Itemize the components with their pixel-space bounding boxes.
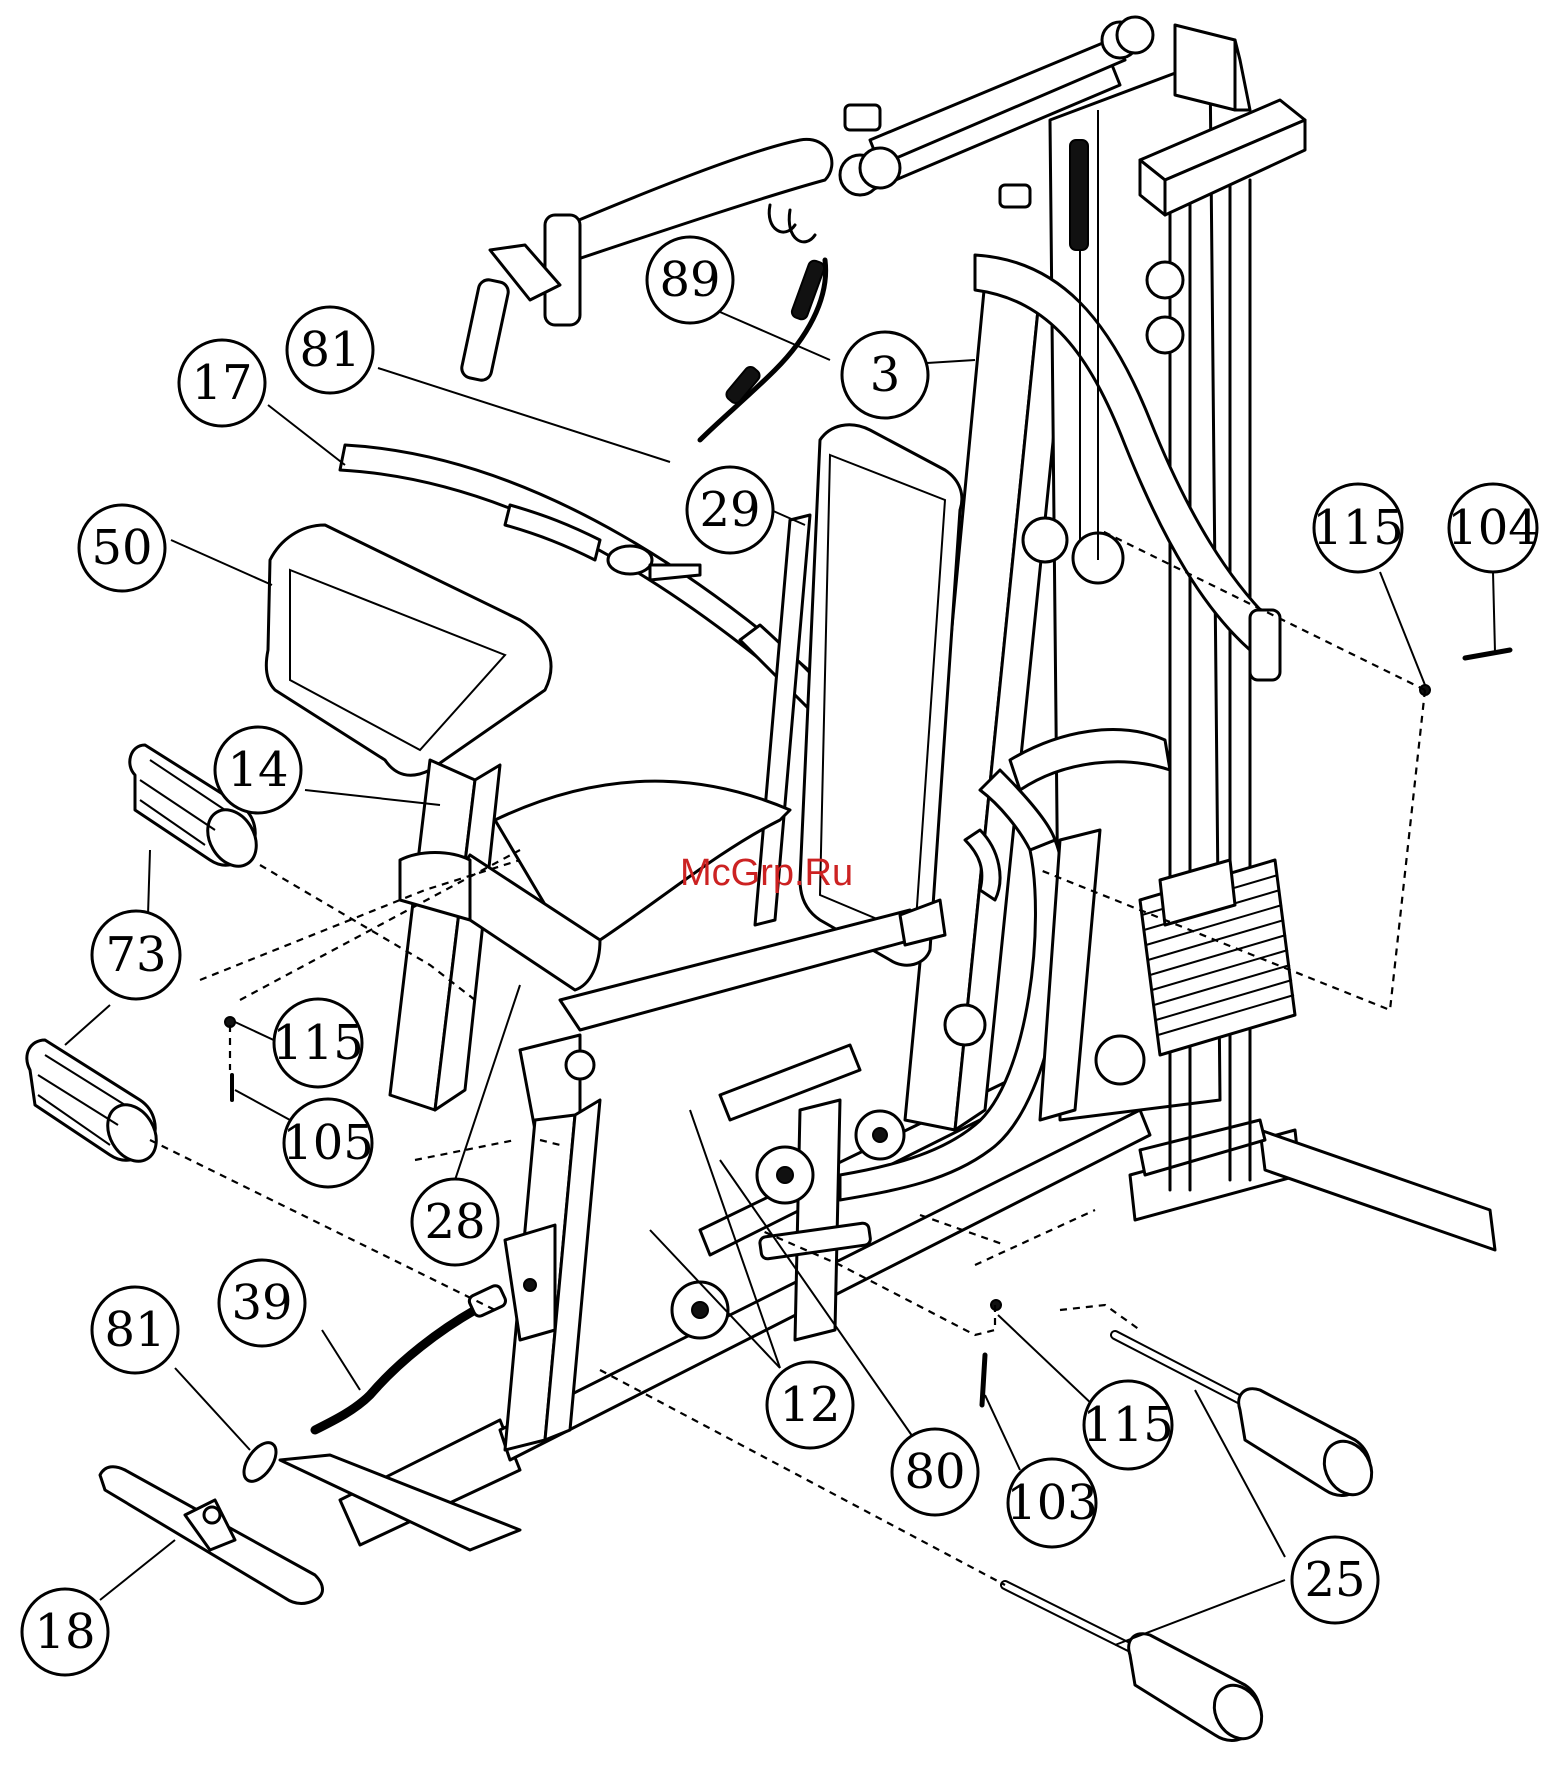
- callout-label: 29: [699, 482, 760, 538]
- callout-c14: 14: [215, 727, 301, 813]
- callout-c81b: 81: [92, 1287, 178, 1373]
- callout-c39: 39: [219, 1260, 305, 1346]
- callout-label: 14: [227, 742, 288, 798]
- bolt-104: [1465, 650, 1510, 658]
- callout-c105: 105: [282, 1099, 374, 1187]
- callout-c3: 3: [842, 332, 928, 418]
- callout-label: 89: [659, 252, 720, 308]
- callout-c12: 12: [767, 1362, 853, 1448]
- watermark-text: McGrp.Ru: [680, 852, 853, 894]
- callout-label: 105: [282, 1115, 374, 1171]
- callout-c104: 104: [1447, 484, 1539, 572]
- callout-label: 103: [1006, 1475, 1098, 1531]
- callout-label: 115: [1312, 500, 1404, 556]
- callout-c17: 17: [179, 340, 265, 426]
- roller-assembly-lower: [1005, 1585, 1271, 1747]
- callout-label: 115: [1082, 1397, 1174, 1453]
- callout-label: 18: [34, 1604, 95, 1660]
- callout-label: 115: [272, 1015, 364, 1071]
- callout-c29: 29: [687, 467, 773, 553]
- callout-c81a: 81: [287, 307, 373, 393]
- callout-label: 50: [91, 520, 152, 576]
- bolt-103: [982, 1355, 985, 1405]
- callout-label: 12: [779, 1377, 840, 1433]
- callout-c25: 25: [1292, 1537, 1378, 1623]
- callout-label: 28: [424, 1194, 485, 1250]
- callout-c89: 89: [647, 237, 733, 323]
- callout-label: 17: [191, 355, 252, 411]
- callout-c115c: 115: [1082, 1381, 1174, 1469]
- callout-c115b: 115: [272, 999, 364, 1087]
- callout-label: 80: [904, 1444, 965, 1500]
- callout-c80: 80: [892, 1429, 978, 1515]
- callout-c115a: 115: [1312, 484, 1404, 572]
- callout-label: 81: [104, 1302, 165, 1358]
- callout-c73: 73: [92, 911, 180, 999]
- low-cable-39: [315, 1284, 507, 1430]
- callout-label: 81: [299, 322, 360, 378]
- roller-pad-lower: [27, 1040, 166, 1170]
- callout-c50: 50: [79, 505, 165, 591]
- callout-c18: 18: [22, 1589, 108, 1675]
- straight-bar-18: [100, 1467, 323, 1604]
- callout-c28: 28: [412, 1179, 498, 1265]
- callout-label: 73: [105, 927, 166, 983]
- callout-label: 3: [870, 347, 901, 403]
- callout-label: 39: [231, 1275, 292, 1331]
- callout-c103: 103: [1006, 1459, 1098, 1547]
- callout-label: 25: [1304, 1552, 1365, 1608]
- callout-label: 104: [1447, 500, 1539, 556]
